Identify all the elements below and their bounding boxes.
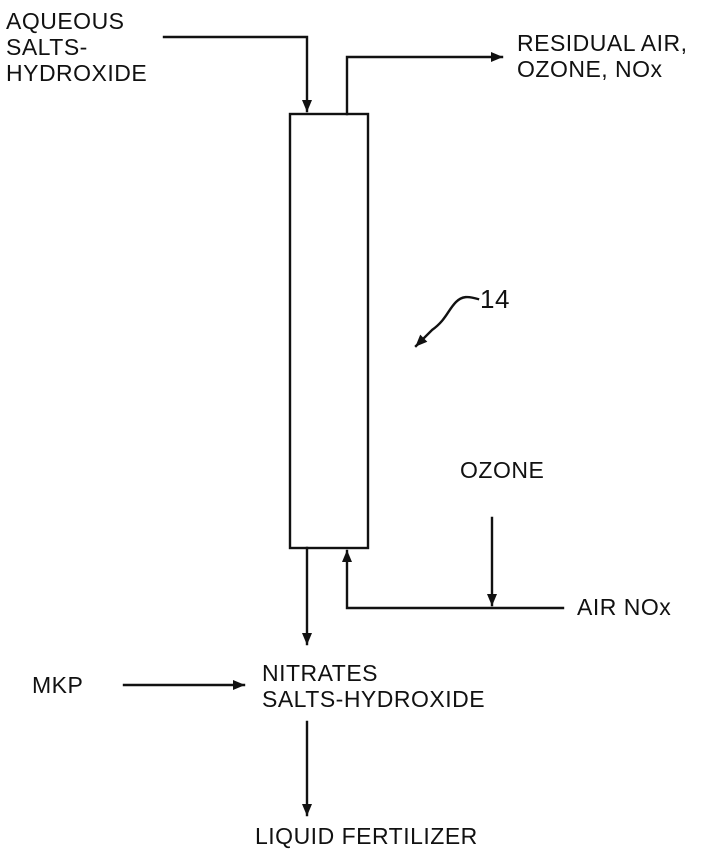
nitrates-label: NITRATES SALTS-HYDROXIDE [262, 660, 485, 712]
aqueous-feed-label: AQUEOUS SALTS- HYDROXIDE [6, 8, 147, 86]
residual-gas-arrow [345, 52, 504, 116]
reference-leader-arrow [414, 295, 480, 348]
absorption-column [288, 112, 370, 550]
nitrates-label-line-1: NITRATES [262, 660, 379, 686]
liquid-fertilizer-label: LIQUID FERTILIZER [255, 823, 478, 849]
aqueous-feed-arrow [162, 35, 312, 113]
mkp-label: MKP [32, 672, 84, 698]
aqueous-feed-label-line-2: SALTS- [6, 34, 88, 60]
ozone-label: OZONE [460, 457, 545, 483]
air-nox-label: AIR NOx [577, 594, 672, 620]
aqueous-feed-label-line-3: HYDROXIDE [6, 60, 148, 86]
nitrates-label-line-2: SALTS-HYDROXIDE [262, 686, 486, 712]
reference-numeral: 14 [480, 284, 510, 314]
residual-gas-label-line-2: OZONE, NOx [517, 56, 663, 82]
residual-gas-label-line-1: RESIDUAL AIR, [517, 30, 688, 56]
air-nox-feed-line [342, 549, 565, 610]
residual-gas-label: RESIDUAL AIR, OZONE, NOx [517, 30, 688, 82]
aqueous-feed-label-line-1: AQUEOUS [6, 8, 125, 34]
